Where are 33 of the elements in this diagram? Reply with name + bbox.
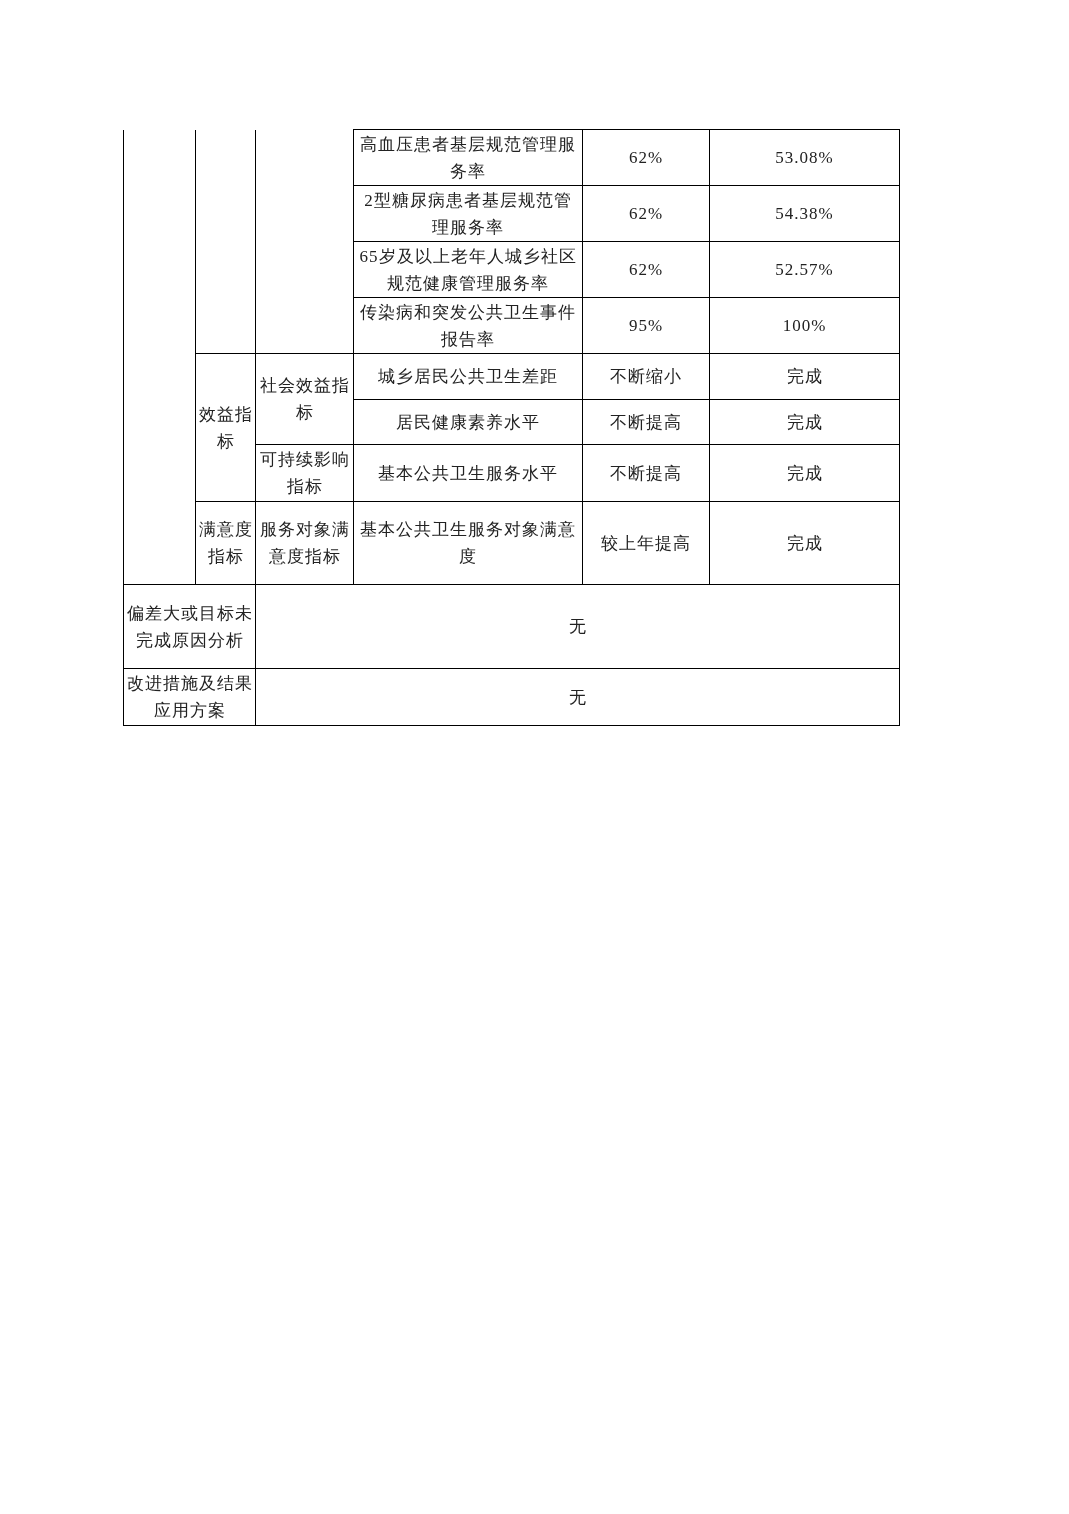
actual-value: 完成 [709, 399, 900, 445]
row-heading: 偏差大或目标未完成原因分析 [123, 584, 256, 669]
subcategory-label: 服务对象满意度指标 [255, 501, 354, 585]
target-value: 较上年提高 [582, 501, 710, 585]
actual-value: 52.57% [709, 241, 900, 298]
indicator-name: 2型糖尿病患者基层规范管理服务率 [353, 185, 583, 242]
target-value: 62% [582, 241, 710, 298]
actual-value: 100% [709, 297, 900, 354]
subcategory-label: 可持续影响指标 [255, 444, 354, 502]
indicator-name: 65岁及以上老年人城乡社区规范健康管理服务率 [353, 241, 583, 298]
subcategory-label: 社会效益指标 [255, 353, 354, 445]
indicator-name: 高血压患者基层规范管理服务率 [353, 129, 583, 186]
target-value: 不断提高 [582, 444, 710, 502]
indicator-name: 基本公共卫生服务对象满意度 [353, 501, 583, 585]
actual-value: 完成 [709, 353, 900, 400]
plan-text: 无 [255, 668, 900, 726]
indicator-name: 传染病和突发公共卫生事件报告率 [353, 297, 583, 354]
indicator-name: 基本公共卫生服务水平 [353, 444, 583, 502]
indicator-name: 城乡居民公共卫生差距 [353, 353, 583, 400]
target-value: 62% [582, 129, 710, 186]
target-value: 95% [582, 297, 710, 354]
indicator-name: 居民健康素养水平 [353, 399, 583, 445]
target-value: 62% [582, 185, 710, 242]
row-heading: 改进措施及结果应用方案 [123, 668, 256, 726]
actual-value: 54.38% [709, 185, 900, 242]
actual-value: 53.08% [709, 129, 900, 186]
target-value: 不断提高 [582, 399, 710, 445]
actual-value: 完成 [709, 444, 900, 502]
actual-value: 完成 [709, 501, 900, 585]
target-value: 不断缩小 [582, 353, 710, 400]
category-label: 满意度指标 [195, 501, 256, 585]
category-label: 效益指标 [195, 353, 256, 502]
analysis-text: 无 [255, 584, 900, 669]
